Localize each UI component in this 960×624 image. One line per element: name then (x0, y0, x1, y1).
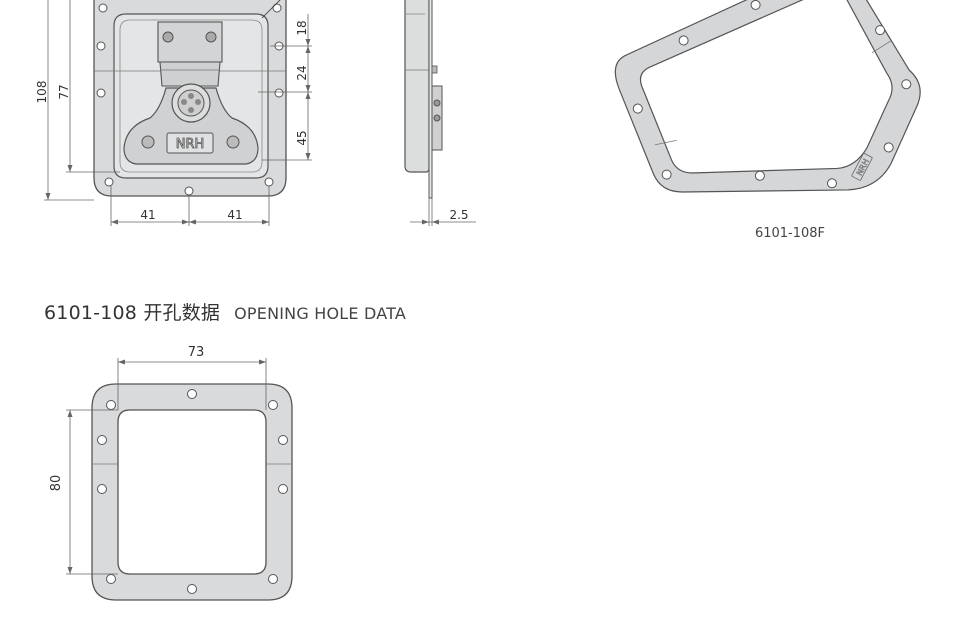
dim-overall-height: 108 (35, 81, 49, 104)
dim-top-segment: 18 (295, 20, 309, 35)
opening-hole-title-en: OPENING HOLE DATA (234, 304, 406, 323)
dim-right-half: 41 (227, 208, 242, 222)
flange-ring (614, 0, 921, 193)
side-profile (404, 0, 430, 173)
cutout-frame (91, 383, 293, 601)
flange-model-caption: 6101-108F (754, 226, 826, 241)
butterfly-handle (123, 87, 259, 165)
brand-logo-text: NRH (176, 137, 205, 152)
dim-lower-segment: 45 (295, 130, 309, 145)
dim-cutout-width: 73 (188, 345, 205, 360)
flange-logo (851, 152, 873, 181)
opening-hole-title: 6101-108 开孔数据 OPENING HOLE DATA (44, 298, 406, 325)
dim-left-half: 41 (140, 208, 155, 222)
cutout-holes (97, 389, 288, 594)
opening-hole-title-cn: 6101-108 开孔数据 (44, 302, 221, 324)
dim-thickness: 2.5 (449, 208, 468, 222)
dim-mid-segment: 24 (295, 65, 309, 80)
dim-inner-height: 77 (57, 84, 71, 99)
brand-logo (166, 132, 214, 154)
dim-cutout-height: 80 (49, 475, 64, 492)
plate-holes (96, 3, 284, 196)
